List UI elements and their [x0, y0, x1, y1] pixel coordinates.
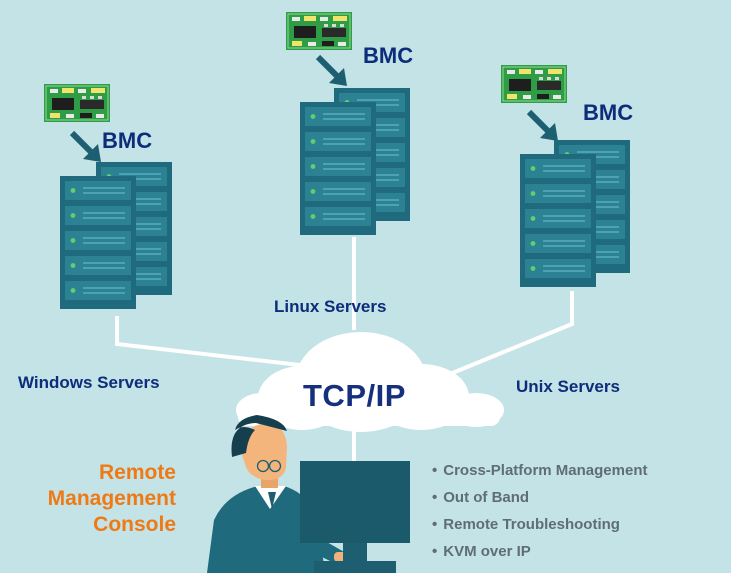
windows-connection	[115, 316, 301, 367]
bmc-arrow-linux	[318, 57, 347, 86]
console-title-line: Console	[93, 513, 176, 536]
feature-item: Cross-Platform Management	[432, 459, 647, 486]
bmc-label-linux: BMC	[363, 43, 414, 68]
server-rack-windows	[60, 162, 172, 309]
feature-list: Cross-Platform Management Out of Band Re…	[432, 459, 647, 567]
console-title-line: Remote	[98, 461, 176, 484]
bmc-chip-unix	[500, 64, 568, 104]
feature-item: Remote Troubleshooting	[432, 513, 647, 540]
network-label: TCP/IP	[303, 378, 406, 413]
console-title-line: Management	[47, 487, 176, 510]
bmc-chip-linux	[285, 11, 353, 51]
console-title: Remote Management Console	[26, 460, 176, 538]
network-cloud	[236, 332, 504, 432]
server-rack-linux	[300, 88, 410, 235]
bmc-arrow-unix	[529, 112, 558, 141]
bmc-arrow-windows	[72, 133, 101, 162]
server-rack-unix	[520, 140, 630, 287]
bmc-chip-windows	[43, 83, 111, 123]
windows-servers-label: Windows Servers	[18, 373, 160, 392]
unix-connection	[449, 291, 574, 376]
linux-servers-label: Linux Servers	[274, 297, 387, 316]
feature-item: Out of Band	[432, 486, 647, 513]
bmc-label-unix: BMC	[583, 100, 634, 125]
unix-servers-label: Unix Servers	[516, 377, 620, 396]
operator-figure	[207, 415, 350, 573]
bmc-label-windows: BMC	[102, 128, 153, 153]
monitor	[300, 461, 410, 573]
feature-item: KVM over IP	[432, 540, 647, 567]
